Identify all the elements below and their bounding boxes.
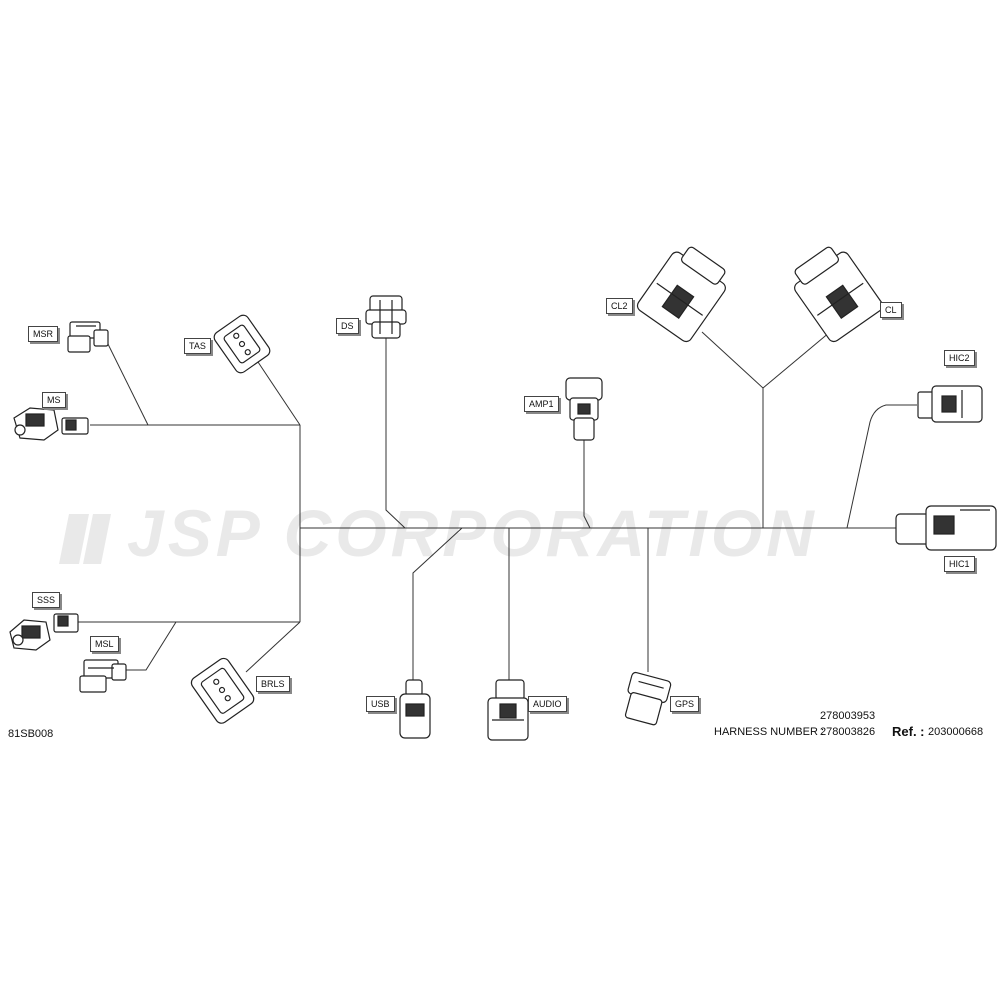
ref-value: 203000668 bbox=[928, 726, 984, 738]
label-amp1: AMP1 bbox=[524, 396, 559, 412]
figure-code: 81SB008 bbox=[8, 728, 54, 740]
msr-connector-icon bbox=[67, 321, 109, 353]
amp1-connector-icon bbox=[565, 377, 603, 441]
ms-connector-icon bbox=[13, 407, 89, 441]
label-tas: TAS bbox=[184, 338, 211, 354]
gps-connector-icon bbox=[624, 671, 672, 726]
label-gps: GPS bbox=[670, 696, 700, 712]
sss-connector-icon bbox=[9, 613, 79, 651]
ds-wire bbox=[385, 338, 406, 529]
hic1-connector-icon bbox=[895, 505, 997, 551]
jsp-logo-icon bbox=[59, 513, 111, 564]
ds-connector-icon bbox=[365, 295, 407, 339]
usb-connector-icon bbox=[399, 679, 431, 739]
label-cl: CL bbox=[880, 302, 902, 318]
cl-connector-icon bbox=[794, 246, 884, 343]
cl2-wire bbox=[701, 331, 764, 389]
amp1-wire bbox=[583, 440, 591, 529]
part-number-1: 278003953 bbox=[820, 710, 876, 722]
hic2-connector-icon bbox=[917, 385, 983, 423]
hic2-wire bbox=[846, 404, 917, 529]
label-sss: SSS bbox=[32, 592, 61, 608]
cl-wire bbox=[762, 331, 831, 389]
usb-wire bbox=[412, 527, 463, 680]
label-audio: AUDIO bbox=[528, 696, 567, 712]
label-brls: BRLS bbox=[256, 676, 290, 692]
label-usb: USB bbox=[366, 696, 395, 712]
audio-connector-icon bbox=[487, 679, 529, 741]
label-msr: MSR bbox=[28, 326, 58, 342]
label-msl: MSL bbox=[90, 636, 119, 652]
tas-connector-icon bbox=[213, 314, 271, 374]
msr-wire bbox=[103, 335, 149, 426]
harness-number-label: HARNESS NUMBER : bbox=[714, 726, 825, 738]
ref-label: Ref. : bbox=[892, 724, 925, 739]
brls-connector-icon bbox=[190, 657, 255, 724]
msl-wire bbox=[126, 621, 177, 671]
label-ms: MS bbox=[42, 392, 66, 408]
tas-wire bbox=[257, 361, 301, 426]
part-number-2: 278003826 bbox=[820, 726, 876, 738]
brls-wire bbox=[245, 621, 301, 673]
label-ds: DS bbox=[336, 318, 359, 334]
label-cl2: CL2 bbox=[606, 298, 633, 314]
msl-connector-icon bbox=[79, 659, 127, 693]
label-hic1: HIC1 bbox=[944, 556, 975, 572]
cl2-connector-icon bbox=[636, 246, 726, 343]
watermark-text: JSP CORPORATION bbox=[127, 496, 818, 570]
label-hic2: HIC2 bbox=[944, 350, 975, 366]
watermark: JSP CORPORATION bbox=[55, 498, 955, 568]
